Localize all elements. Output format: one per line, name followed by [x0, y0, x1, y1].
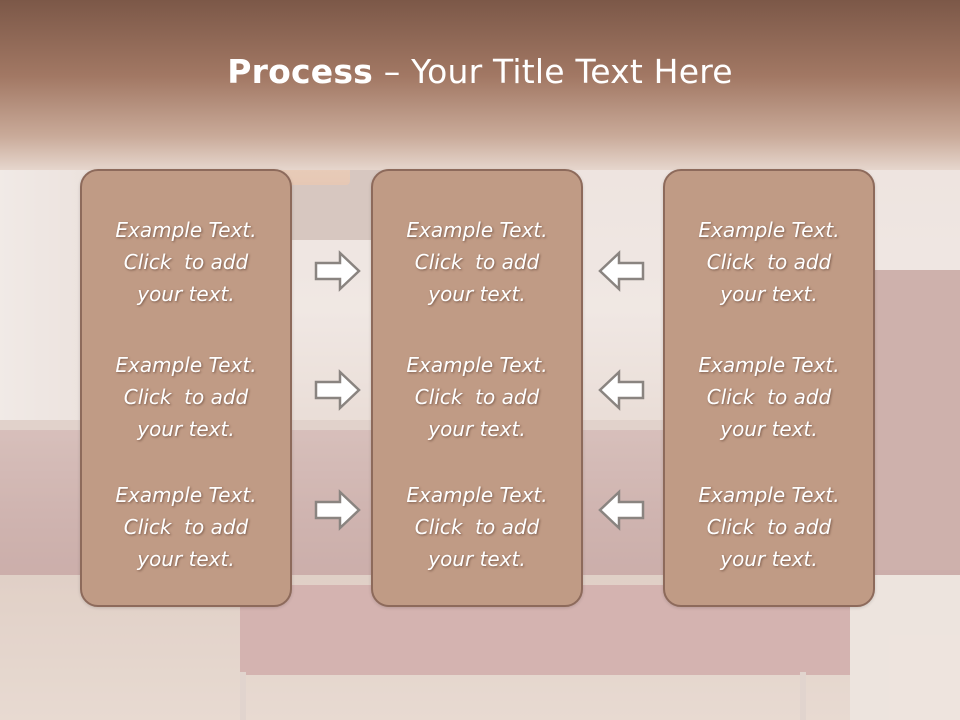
panel-text[interactable]: Example Text. Click to add your text.: [115, 353, 257, 441]
background-table-leg: [800, 672, 806, 720]
process-panel-right[interactable]: Example Text. Click to add your text. Ex…: [663, 169, 875, 607]
title-rest-text: – Your Title Text Here: [373, 52, 733, 91]
background-window: [0, 170, 90, 430]
panel-text[interactable]: Example Text. Click to add your text.: [115, 218, 257, 306]
title-band: [0, 0, 960, 170]
right-arrow-icon: [314, 369, 362, 411]
slide-title[interactable]: Process – Your Title Text Here: [0, 52, 960, 91]
left-arrow-icon: [597, 489, 645, 531]
left-arrow-icon: [597, 250, 645, 292]
right-arrow-icon: [314, 489, 362, 531]
panel-text[interactable]: Example Text. Click to add your text.: [698, 483, 840, 571]
left-arrow-icon: [597, 369, 645, 411]
right-arrow-icon: [314, 250, 362, 292]
panel-text[interactable]: Example Text. Click to add your text.: [406, 483, 548, 571]
process-panel-middle[interactable]: Example Text. Click to add your text. Ex…: [371, 169, 583, 607]
panel-text[interactable]: Example Text. Click to add your text.: [115, 483, 257, 571]
panel-text[interactable]: Example Text. Click to add your text.: [406, 353, 548, 441]
panel-text[interactable]: Example Text. Click to add your text.: [698, 353, 840, 441]
panel-text[interactable]: Example Text. Click to add your text.: [406, 218, 548, 306]
background-table-leg: [240, 672, 246, 720]
process-panel-left[interactable]: Example Text. Click to add your text. Ex…: [80, 169, 292, 607]
panel-text[interactable]: Example Text. Click to add your text.: [698, 218, 840, 306]
title-bold-text: Process: [227, 52, 374, 91]
